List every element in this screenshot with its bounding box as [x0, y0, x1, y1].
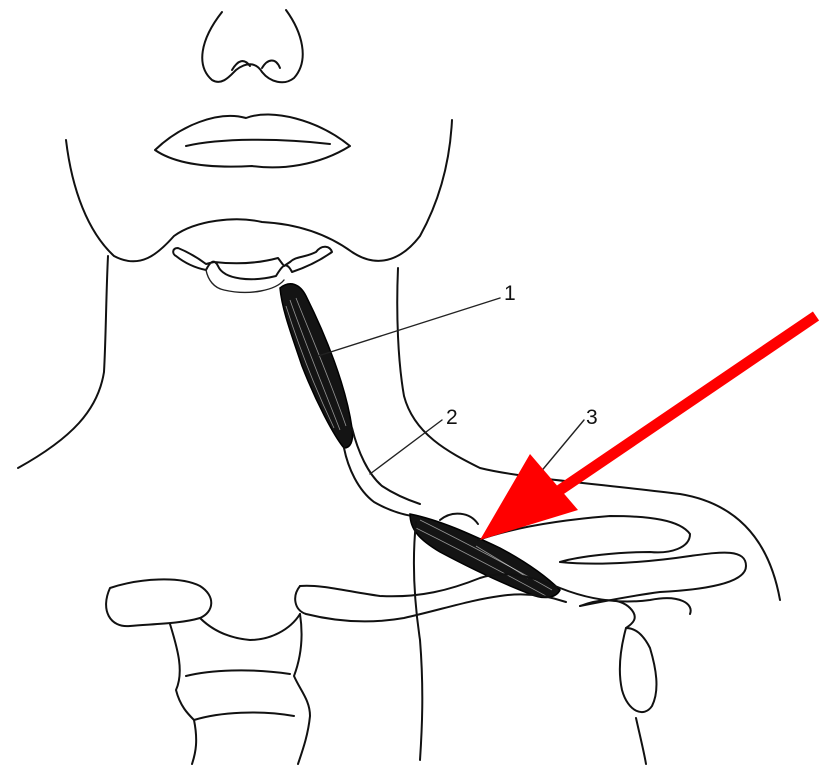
- muscle-superior-belly: [280, 284, 353, 448]
- lips-outline: [155, 114, 350, 167]
- clavicle: [295, 574, 690, 621]
- red-arrow: [480, 316, 816, 540]
- leader-line-2: [370, 420, 442, 474]
- leader-line-1: [318, 298, 500, 356]
- sternum-outline: [106, 579, 310, 764]
- hyoid-bone: [173, 247, 332, 293]
- label-1: 1: [504, 282, 516, 305]
- nose-outline: [202, 10, 302, 82]
- label-2: 2: [446, 406, 458, 429]
- label-3: 3: [586, 406, 598, 429]
- neck-outline: [18, 256, 780, 600]
- intermediate-tendon: [344, 428, 420, 516]
- jaw-outline: [66, 120, 452, 261]
- muscle-inferior-belly: [410, 514, 560, 597]
